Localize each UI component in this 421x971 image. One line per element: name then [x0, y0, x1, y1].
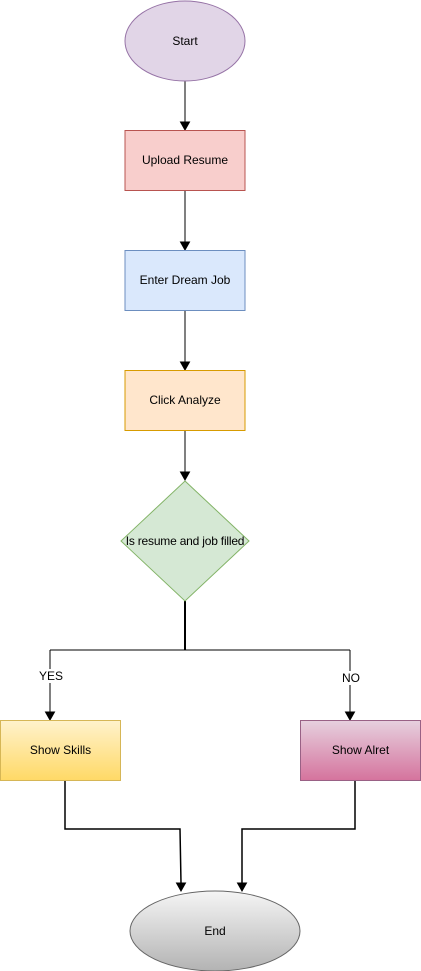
upload-resume-label: Upload Resume: [141, 153, 229, 167]
decision-label: Is resume and job filled: [125, 534, 245, 548]
start-label: Start: [172, 34, 198, 48]
arrowhead: [179, 361, 191, 372]
end-node: [129, 890, 301, 971]
edge-skills-end: [64, 781, 182, 884]
no-edge-label: NO: [341, 671, 361, 685]
upload-resume-node: [124, 130, 246, 191]
arrowhead: [179, 471, 191, 482]
show-skills-label: Show Skills: [29, 743, 92, 757]
arrowhead: [179, 241, 191, 252]
end-label: End: [204, 924, 226, 938]
show-skills-node: [0, 720, 121, 781]
show-alert-label: Show Alret: [331, 743, 390, 757]
start-node: [124, 0, 246, 82]
show-alert-node: [300, 720, 421, 781]
click-analyze-label: Click Analyze: [149, 393, 221, 407]
arrowhead: [44, 711, 56, 722]
click-analyze-node: [124, 370, 246, 431]
yes-edge-label: YES: [38, 669, 65, 683]
arrowhead: [236, 882, 248, 893]
decision-node: [120, 480, 250, 602]
enter-dream-job-node: [124, 250, 246, 311]
arrowhead: [175, 882, 187, 893]
edge-alert-end: [241, 781, 356, 883]
arrowhead: [179, 121, 191, 132]
arrowhead: [344, 711, 356, 722]
enter-dream-job-label: Enter Dream Job: [139, 273, 231, 287]
